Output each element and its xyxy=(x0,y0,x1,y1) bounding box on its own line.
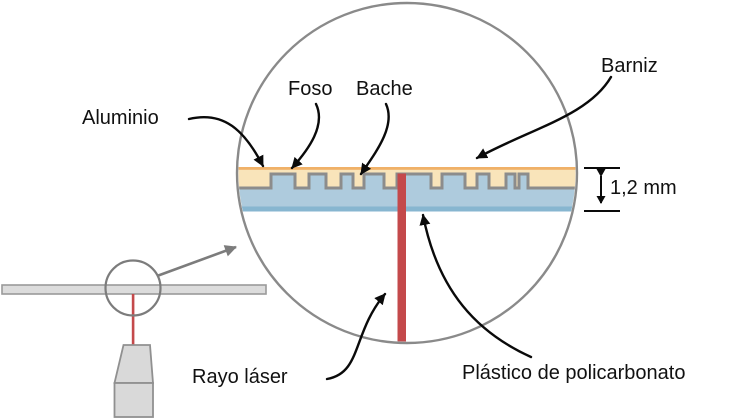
plastico-arrow xyxy=(419,213,533,359)
disc-side-view xyxy=(1,284,267,295)
barniz-arrow xyxy=(475,75,613,160)
rayo-laser-arrow xyxy=(325,292,387,381)
label-foso: Foso xyxy=(288,78,333,100)
laser-device xyxy=(113,344,154,418)
aluminum-layer xyxy=(238,172,576,190)
laser-beam xyxy=(397,173,406,342)
magnifier-circle-small xyxy=(104,259,162,317)
label-arrows xyxy=(187,75,613,381)
polycarbonate-layer xyxy=(238,174,576,212)
varnish-top-line xyxy=(238,167,576,170)
foso-arrow xyxy=(290,102,321,170)
magnifier-circle-large xyxy=(235,1,579,345)
label-rayo-laser: Rayo láser xyxy=(192,366,288,388)
label-barniz: Barniz xyxy=(601,55,658,77)
magnified-cross-section xyxy=(238,167,576,342)
label-bache: Bache xyxy=(356,78,413,100)
polycarbonate-bottom-band xyxy=(238,206,576,212)
laser-device-body xyxy=(113,382,154,418)
bache-arrow xyxy=(359,102,390,176)
laser-device-cone xyxy=(113,344,154,384)
zoom-callout-arrow xyxy=(156,245,237,278)
aluminio-arrow xyxy=(187,115,265,168)
label-aluminio: Aluminio xyxy=(82,107,159,129)
laser-beam-thin xyxy=(131,294,135,345)
label-thickness: 1,2 mm xyxy=(610,177,677,199)
label-plastico: Plástico de policarbonato xyxy=(462,362,686,384)
disc-laser-inset xyxy=(1,245,267,418)
dimension-marker xyxy=(584,167,620,212)
